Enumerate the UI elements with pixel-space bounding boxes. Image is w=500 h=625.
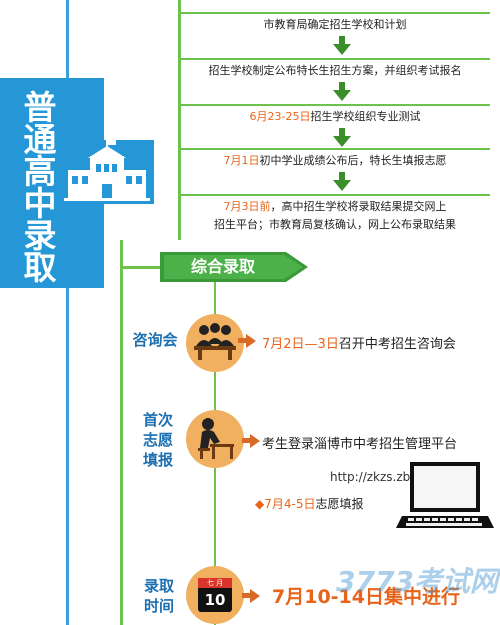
sidebar-title-char: 高 bbox=[23, 152, 57, 191]
sidebar-title-char: 通 bbox=[23, 120, 57, 159]
step-5-text-line2: 招生平台；市教育局复核确认，网上公布录取结果 bbox=[214, 218, 456, 231]
item-2-sub-text: 志愿填报 bbox=[315, 497, 364, 511]
sidebar-title-char: 中 bbox=[23, 184, 57, 223]
watermark-logo: 3773考试网 bbox=[336, 565, 498, 598]
lower-connector-line bbox=[120, 240, 123, 625]
step-5-text: ，高中招生学校将录取结果提交网上 bbox=[270, 200, 447, 213]
down-arrow-4-head bbox=[333, 180, 351, 191]
down-arrow-3-head bbox=[333, 136, 351, 147]
banner-arrow-shape bbox=[160, 252, 308, 282]
item-2-subtext: ◆7月4-5日志愿填报 bbox=[255, 495, 363, 512]
item-2-arrow bbox=[242, 438, 250, 443]
item-3-date: 7月10-14日 bbox=[272, 586, 384, 608]
person-at-desk-icon bbox=[198, 418, 234, 459]
step-5-date: 7月3日前 bbox=[223, 200, 271, 213]
item-2-arrow-head bbox=[250, 434, 260, 448]
item-1-desc: 召开中考招生咨询会 bbox=[338, 337, 456, 352]
item-2-sub-date: ◆7月4-5日 bbox=[255, 497, 316, 511]
school-building-icon bbox=[60, 140, 154, 204]
item-2-label-line: 志愿 bbox=[142, 431, 173, 449]
item-2-label: 首次 志愿 填报 bbox=[133, 410, 183, 470]
down-arrow-1-head bbox=[333, 44, 351, 55]
sidebar-title-char: 录 bbox=[23, 216, 57, 255]
down-arrow-3 bbox=[339, 128, 345, 136]
item-3-desc: 集中进行 bbox=[384, 586, 461, 608]
step-3: 6月23-25日招生学校组织专业测试 bbox=[180, 104, 490, 128]
down-arrow-2-head bbox=[333, 90, 351, 101]
laptop-icon bbox=[396, 462, 494, 528]
down-arrow-2 bbox=[339, 82, 345, 90]
step-4-text: 初中学业成绩公布后，特长生填报志愿 bbox=[259, 154, 447, 167]
banner-label: 综合录取 bbox=[190, 257, 255, 276]
sidebar-title-char: 取 bbox=[23, 248, 57, 287]
item-3-label: 录取 时间 bbox=[135, 576, 183, 616]
item-1-arrow-head bbox=[246, 334, 256, 348]
banner-connector bbox=[120, 266, 168, 269]
down-arrow-4 bbox=[339, 172, 345, 180]
sidebar-title: 普 通 高 中 录 取 bbox=[18, 88, 62, 287]
timeline-left-line bbox=[66, 0, 69, 625]
step-3-text: 招生学校组织专业测试 bbox=[310, 110, 421, 123]
step-1-text: 市教育局确定招生学校和计划 bbox=[263, 18, 407, 31]
item-2-desc: 考生登录淄博市中考招生管理平台 bbox=[262, 437, 458, 452]
step-4: 7月1日初中学业成绩公布后，特长生填报志愿 bbox=[180, 148, 490, 172]
steps-connector-line bbox=[178, 0, 181, 240]
calendar-day: 10 bbox=[204, 591, 226, 609]
down-arrow-1 bbox=[339, 36, 345, 44]
item-3-label-line: 录取 bbox=[143, 577, 174, 595]
step-2-text: 招生学校制定公布特长生招生方案，并组织考试报名 bbox=[208, 64, 462, 77]
step-2: 招生学校制定公布特长生招生方案，并组织考试报名 bbox=[180, 58, 490, 82]
calendar-icon: 七 月 10 bbox=[198, 578, 232, 612]
step-1: 市教育局确定招生学校和计划 bbox=[180, 12, 490, 36]
item-1-text: 7月2日—3日召开中考招生咨询会 bbox=[262, 333, 456, 352]
step-5: 7月3日前，高中招生学校将录取结果提交网上 招生平台；市教育局复核确认，网上公布… bbox=[180, 194, 490, 242]
item-3-label-line: 时间 bbox=[143, 597, 174, 615]
sidebar-title-char: 普 bbox=[23, 88, 57, 127]
item-2-label-line: 填报 bbox=[142, 451, 173, 469]
meeting-icon bbox=[194, 323, 236, 360]
item-3-text: 7月10-14日集中进行 bbox=[272, 582, 460, 609]
calendar-month: 七 月 bbox=[198, 578, 232, 588]
item-1-arrow bbox=[238, 338, 246, 343]
item-3-arrow-head bbox=[250, 589, 260, 603]
step-3-date: 6月23-25日 bbox=[249, 110, 311, 123]
item-1-label: 咨询会 bbox=[132, 331, 178, 349]
item-3-arrow bbox=[242, 593, 250, 598]
step-4-date: 7月1日 bbox=[223, 154, 260, 167]
item-2-label-line: 首次 bbox=[142, 411, 173, 429]
item-1-date: 7月2日—3日 bbox=[262, 337, 339, 352]
